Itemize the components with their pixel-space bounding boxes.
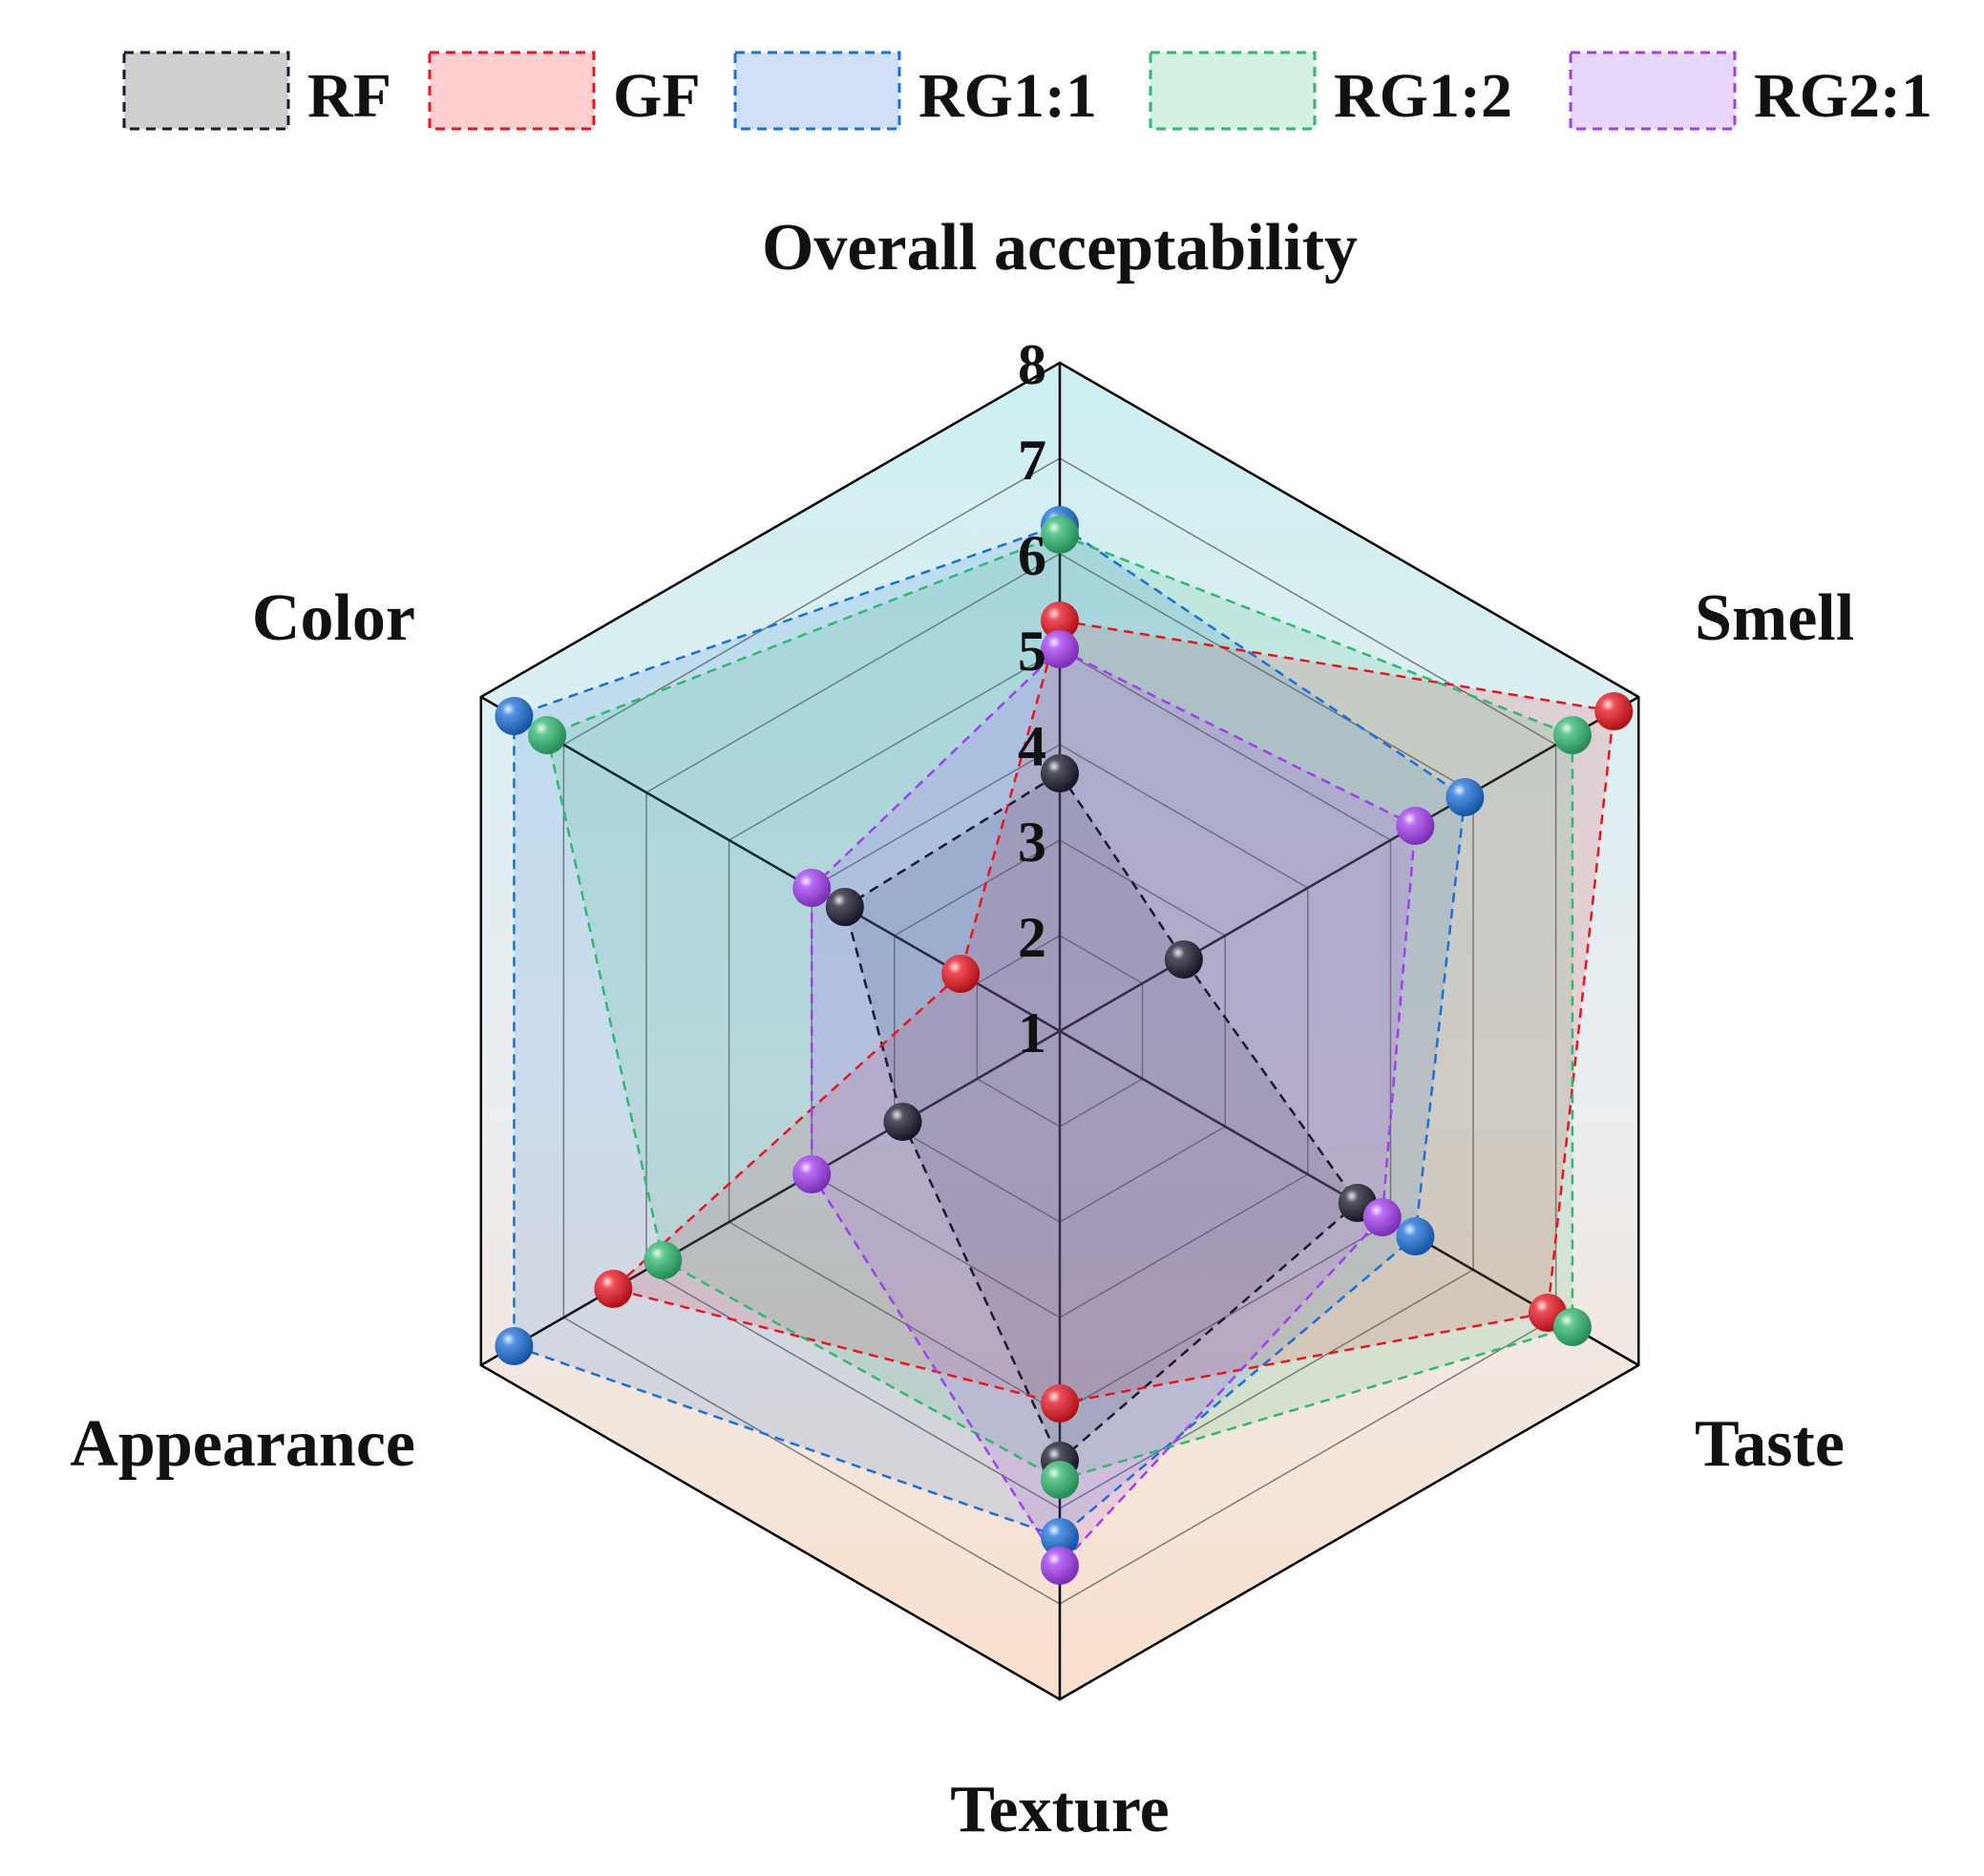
axis-spoke [480, 1029, 1061, 1367]
tick-label: 2 [1018, 906, 1046, 969]
data-point [1041, 1461, 1079, 1499]
tick-label: 4 [1018, 715, 1046, 778]
legend-label: GF [613, 61, 701, 131]
series-area-rg12 [547, 535, 1572, 1480]
legend-swatch [122, 51, 290, 131]
data-point [792, 1155, 832, 1193]
data-point [1041, 1384, 1079, 1423]
legend-label: RG1:1 [918, 61, 1097, 131]
series-area-rf [844, 773, 1358, 1461]
data-point [792, 869, 832, 907]
legend-item-rg21: RG2:1 [1569, 51, 1932, 131]
tick-label: 7 [1018, 429, 1046, 492]
data-point [495, 1327, 534, 1365]
series-area-rg11 [514, 525, 1466, 1537]
legend-item-gf: GF [428, 51, 701, 131]
data-point [941, 955, 981, 993]
data-point [1041, 1518, 1079, 1556]
legend: RF GF RG1:1 RG1:2 RG2:1 [122, 51, 1932, 131]
data-point [1594, 692, 1634, 730]
data-point [528, 716, 567, 754]
legend-label: RG1:2 [1334, 61, 1512, 131]
axis-label: Texture [950, 1773, 1169, 1846]
data-point [1041, 516, 1079, 554]
legend-label: RG2:1 [1754, 61, 1932, 131]
legend-swatch [1149, 51, 1317, 131]
axis-spoke [1059, 695, 1639, 1033]
tick-label: 6 [1018, 524, 1046, 587]
legend-label: RF [307, 61, 391, 131]
data-point [1041, 1547, 1079, 1585]
data-point [1552, 1308, 1592, 1346]
data-point [1362, 1198, 1402, 1236]
legend-swatch [428, 51, 596, 131]
legend-swatch [733, 51, 901, 131]
data-point [495, 697, 534, 735]
data-point [1041, 630, 1079, 668]
data-point [1552, 716, 1592, 754]
legend-swatch [1569, 51, 1737, 131]
tick-label: 8 [1018, 333, 1046, 396]
legend-item-rg11: RG1:1 [733, 51, 1097, 131]
axis-label: Overall acceptability [762, 211, 1358, 285]
axis-label: Taste [1695, 1407, 1845, 1481]
data-point [1164, 940, 1203, 979]
data-point [1041, 601, 1079, 640]
radial-ticks: 1 2 3 4 5 6 7 8 [1018, 333, 1046, 1064]
data-point [594, 1270, 633, 1308]
data-point [825, 888, 864, 926]
axis-label: Appearance [70, 1407, 415, 1481]
series-area-rg21 [812, 649, 1416, 1566]
data-point [883, 1103, 922, 1141]
data-point [1396, 807, 1435, 845]
tick-label: 1 [1018, 1001, 1046, 1064]
tick-label: 5 [1018, 620, 1046, 683]
data-point [644, 1241, 683, 1279]
data-point [1396, 1217, 1435, 1255]
axis-label: Color [252, 581, 415, 655]
legend-item-rf: RF [122, 51, 391, 131]
data-point [1446, 778, 1485, 816]
series-layer [495, 506, 1634, 1585]
legend-item-rg12: RG1:2 [1149, 51, 1512, 131]
tick-label: 3 [1018, 811, 1046, 874]
axis-label: Smell [1695, 581, 1854, 655]
data-point [1041, 754, 1079, 792]
